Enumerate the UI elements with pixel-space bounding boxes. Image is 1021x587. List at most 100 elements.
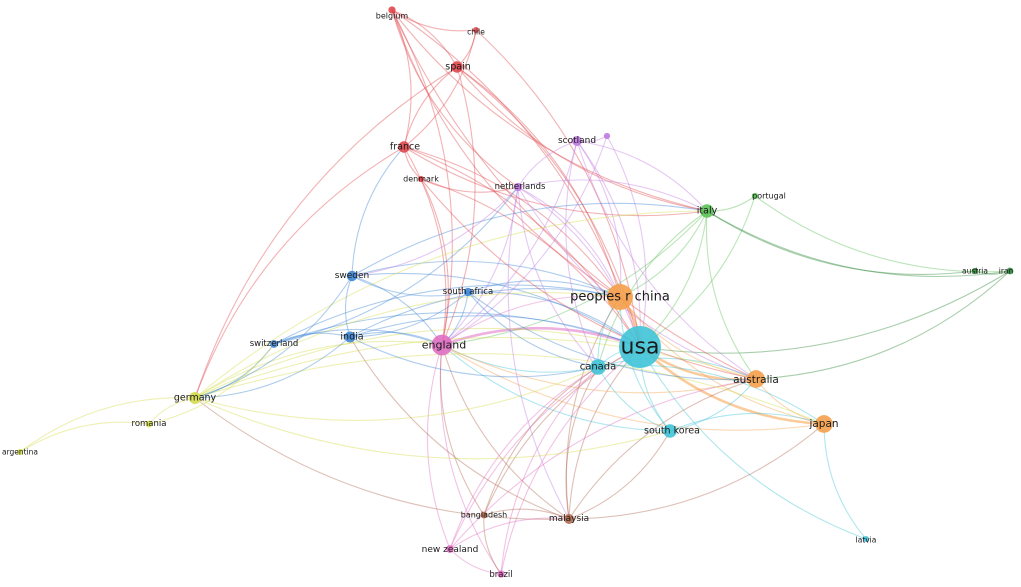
node-bangladesh[interactable] bbox=[480, 511, 488, 519]
node-denmark[interactable] bbox=[417, 175, 425, 183]
label-brazil: brazil bbox=[489, 570, 512, 580]
label-denmark: denmark bbox=[403, 175, 439, 184]
node-japan[interactable] bbox=[815, 415, 833, 433]
node-southafrica[interactable] bbox=[463, 287, 473, 297]
edge-usa-bangladesh bbox=[483, 346, 641, 516]
edge-usa-india bbox=[349, 315, 641, 348]
label-france: france bbox=[390, 142, 420, 153]
edge-italy-sweden bbox=[351, 202, 708, 277]
edge-england-scotland bbox=[441, 140, 578, 346]
edge-india-canada bbox=[349, 336, 599, 378]
edge-southafrica-canada bbox=[467, 291, 599, 368]
edge-england-france bbox=[403, 146, 447, 346]
node-malaysia[interactable] bbox=[564, 514, 574, 524]
edge-france-germany bbox=[194, 146, 405, 399]
node-layer bbox=[17, 6, 1014, 578]
edge-usa-portugal bbox=[639, 195, 756, 348]
node-sweden[interactable] bbox=[346, 270, 358, 282]
node-belgium[interactable] bbox=[388, 6, 396, 14]
node-scotland[interactable] bbox=[572, 136, 582, 146]
edge-england-netherlands bbox=[441, 186, 519, 346]
edge-japan-canada bbox=[597, 364, 825, 425]
node-argentina[interactable] bbox=[17, 449, 23, 455]
edge-portugal-iran bbox=[754, 195, 1011, 273]
node-iran[interactable] bbox=[1006, 267, 1014, 275]
edge-canada-newzealand bbox=[449, 366, 599, 550]
edge-france-italy bbox=[403, 146, 708, 217]
edge-usa-japan bbox=[639, 346, 825, 426]
edge-usa-iran bbox=[639, 270, 1011, 354]
edge-india-southafrica bbox=[349, 291, 469, 338]
node-romania[interactable] bbox=[145, 420, 153, 428]
edge-spain-france bbox=[403, 66, 458, 148]
node-usa[interactable] bbox=[619, 326, 661, 368]
edge-australia-malaysia bbox=[568, 378, 757, 520]
label-sweden: sweden bbox=[335, 271, 370, 281]
node-netherlands[interactable] bbox=[513, 182, 523, 192]
label-australia: australia bbox=[733, 374, 779, 386]
node-germany[interactable] bbox=[189, 392, 201, 404]
edge-china-switzerland bbox=[273, 284, 621, 345]
edge-china-italy bbox=[619, 210, 708, 298]
node-austria[interactable] bbox=[971, 267, 979, 275]
edge-switzerland-netherlands bbox=[273, 186, 519, 345]
edge-belgium-chile bbox=[391, 9, 477, 32]
edge-bangladesh-brazil bbox=[483, 514, 502, 575]
edge-netherlands-malaysia bbox=[507, 186, 570, 520]
edge-england-italy bbox=[441, 210, 708, 346]
edge-japan-southkorea bbox=[669, 412, 825, 432]
edge-england-malaysia bbox=[441, 344, 570, 520]
edge-italy-netherlands bbox=[517, 179, 708, 212]
label-canada: canada bbox=[580, 362, 617, 373]
edge-scotland-australia bbox=[576, 140, 757, 380]
node-portugal[interactable] bbox=[751, 192, 759, 200]
edge-australia-canada bbox=[597, 357, 757, 380]
node-switzerland[interactable] bbox=[270, 340, 278, 348]
node-brazil[interactable] bbox=[497, 570, 505, 578]
edge-romania-argentina bbox=[19, 421, 150, 453]
edge-canada-southkorea bbox=[597, 366, 671, 432]
edge-canada-bangladesh bbox=[483, 366, 599, 516]
label-netherlands: netherlands bbox=[495, 182, 546, 192]
edge-england-denmark bbox=[420, 178, 449, 346]
node-southkorea[interactable] bbox=[663, 424, 677, 438]
node-france[interactable] bbox=[398, 141, 410, 153]
node-spain[interactable] bbox=[451, 61, 463, 73]
edge-china-sweden bbox=[351, 260, 621, 298]
node-newzealand[interactable] bbox=[446, 545, 454, 553]
edge-malaysia-bangladesh bbox=[483, 508, 570, 520]
edge-england-australia bbox=[441, 344, 757, 394]
edge-denmark-australia bbox=[420, 178, 757, 380]
edge-england-canada bbox=[441, 344, 599, 373]
edge-usa-brazil bbox=[500, 346, 641, 575]
edge-china-southafrica bbox=[467, 280, 621, 298]
edge-england-sweden bbox=[351, 275, 443, 346]
edge-england-switzerland bbox=[273, 328, 443, 346]
node-england[interactable] bbox=[431, 334, 453, 356]
label-england: england bbox=[422, 339, 466, 352]
edge-india-switzerland bbox=[273, 332, 351, 345]
edge-italy-austria bbox=[706, 210, 976, 275]
node-italy[interactable] bbox=[700, 204, 714, 218]
edge-canada-malaysia bbox=[565, 366, 599, 520]
edge-belgium-australia bbox=[391, 9, 757, 380]
edge-england-bangladesh bbox=[439, 344, 485, 516]
node-china[interactable] bbox=[607, 284, 633, 310]
label-chile: chile bbox=[467, 28, 485, 37]
label-switzerland: switzerland bbox=[250, 339, 299, 349]
node-unlabeled_purple[interactable] bbox=[603, 132, 611, 140]
node-canada[interactable] bbox=[590, 359, 606, 375]
edge-germany-sweden bbox=[194, 275, 353, 399]
edge-usa-netherlands bbox=[517, 186, 641, 348]
node-latvia[interactable] bbox=[863, 536, 869, 542]
edge-australia-iran bbox=[755, 270, 1011, 380]
edge-spain-germany bbox=[194, 66, 458, 399]
edge-england-brazil bbox=[439, 344, 502, 575]
edge-germany-malaysia bbox=[194, 397, 570, 520]
edge-germany-india bbox=[194, 336, 351, 399]
node-chile[interactable] bbox=[473, 27, 479, 33]
edge-spain-belgium bbox=[391, 9, 458, 68]
node-india[interactable] bbox=[344, 331, 356, 343]
edge-italy-germany bbox=[194, 210, 708, 399]
node-australia[interactable] bbox=[747, 370, 765, 388]
